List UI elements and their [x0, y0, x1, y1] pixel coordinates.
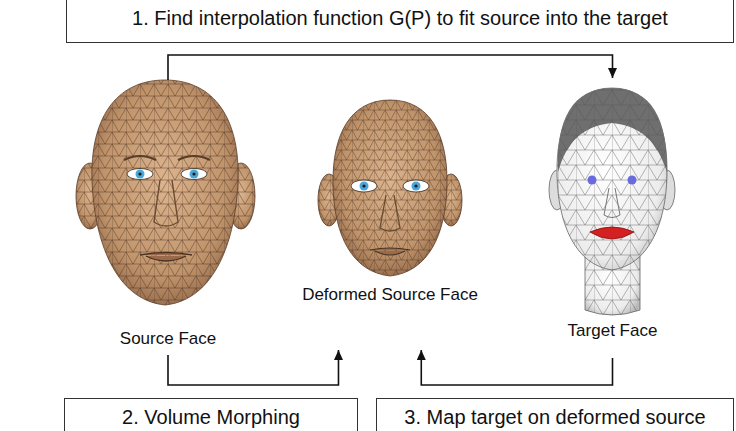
- eye: [127, 169, 153, 180]
- pupil: [414, 184, 417, 187]
- face-figure: Source Face: [70, 80, 266, 355]
- connector-arrow: [168, 55, 613, 80]
- head-shape: [557, 88, 667, 270]
- eye: [351, 180, 377, 192]
- nose: [154, 180, 178, 226]
- step-box: 3. Map target on deformed source: [376, 398, 734, 431]
- node-label: 3. Map target on deformed source: [404, 407, 705, 427]
- iris: [136, 170, 145, 179]
- step-box: 1. Find interpolation function G(P) to f…: [66, 0, 734, 43]
- target-head: [549, 88, 675, 315]
- step-box: 2. Volume Morphing: [64, 398, 358, 431]
- eye: [588, 176, 597, 185]
- nose: [604, 188, 620, 218]
- node-label: Target Face: [568, 321, 658, 341]
- head-mesh: [92, 80, 238, 305]
- node-label: 2. Volume Morphing: [122, 407, 300, 427]
- head-mesh: [333, 100, 447, 276]
- lips: [590, 227, 634, 239]
- face-figure: Target Face: [530, 78, 695, 358]
- connector-arrow: [168, 350, 338, 385]
- mouth: [370, 248, 410, 255]
- connector-arrow: [421, 350, 612, 385]
- node-label: Source Face: [120, 329, 216, 349]
- iris: [412, 182, 421, 191]
- pupil: [362, 184, 365, 187]
- face-figure: Deformed Source Face: [298, 100, 482, 350]
- pupil: [138, 172, 141, 175]
- mouth: [140, 253, 192, 262]
- eye: [628, 176, 637, 185]
- eye: [181, 169, 207, 180]
- pupil: [192, 172, 195, 175]
- node-label: Deformed Source Face: [302, 285, 478, 305]
- head-mesh: [557, 88, 667, 270]
- deformed-head: [318, 100, 462, 276]
- node-label: 1. Find interpolation function G(P) to f…: [132, 8, 668, 28]
- source-head: [76, 80, 255, 305]
- iris: [360, 182, 369, 191]
- eye: [403, 180, 429, 192]
- nose: [380, 195, 400, 231]
- head-shape: [333, 100, 447, 276]
- brow: [124, 156, 210, 160]
- iris: [190, 170, 199, 179]
- head-shape: [92, 80, 238, 305]
